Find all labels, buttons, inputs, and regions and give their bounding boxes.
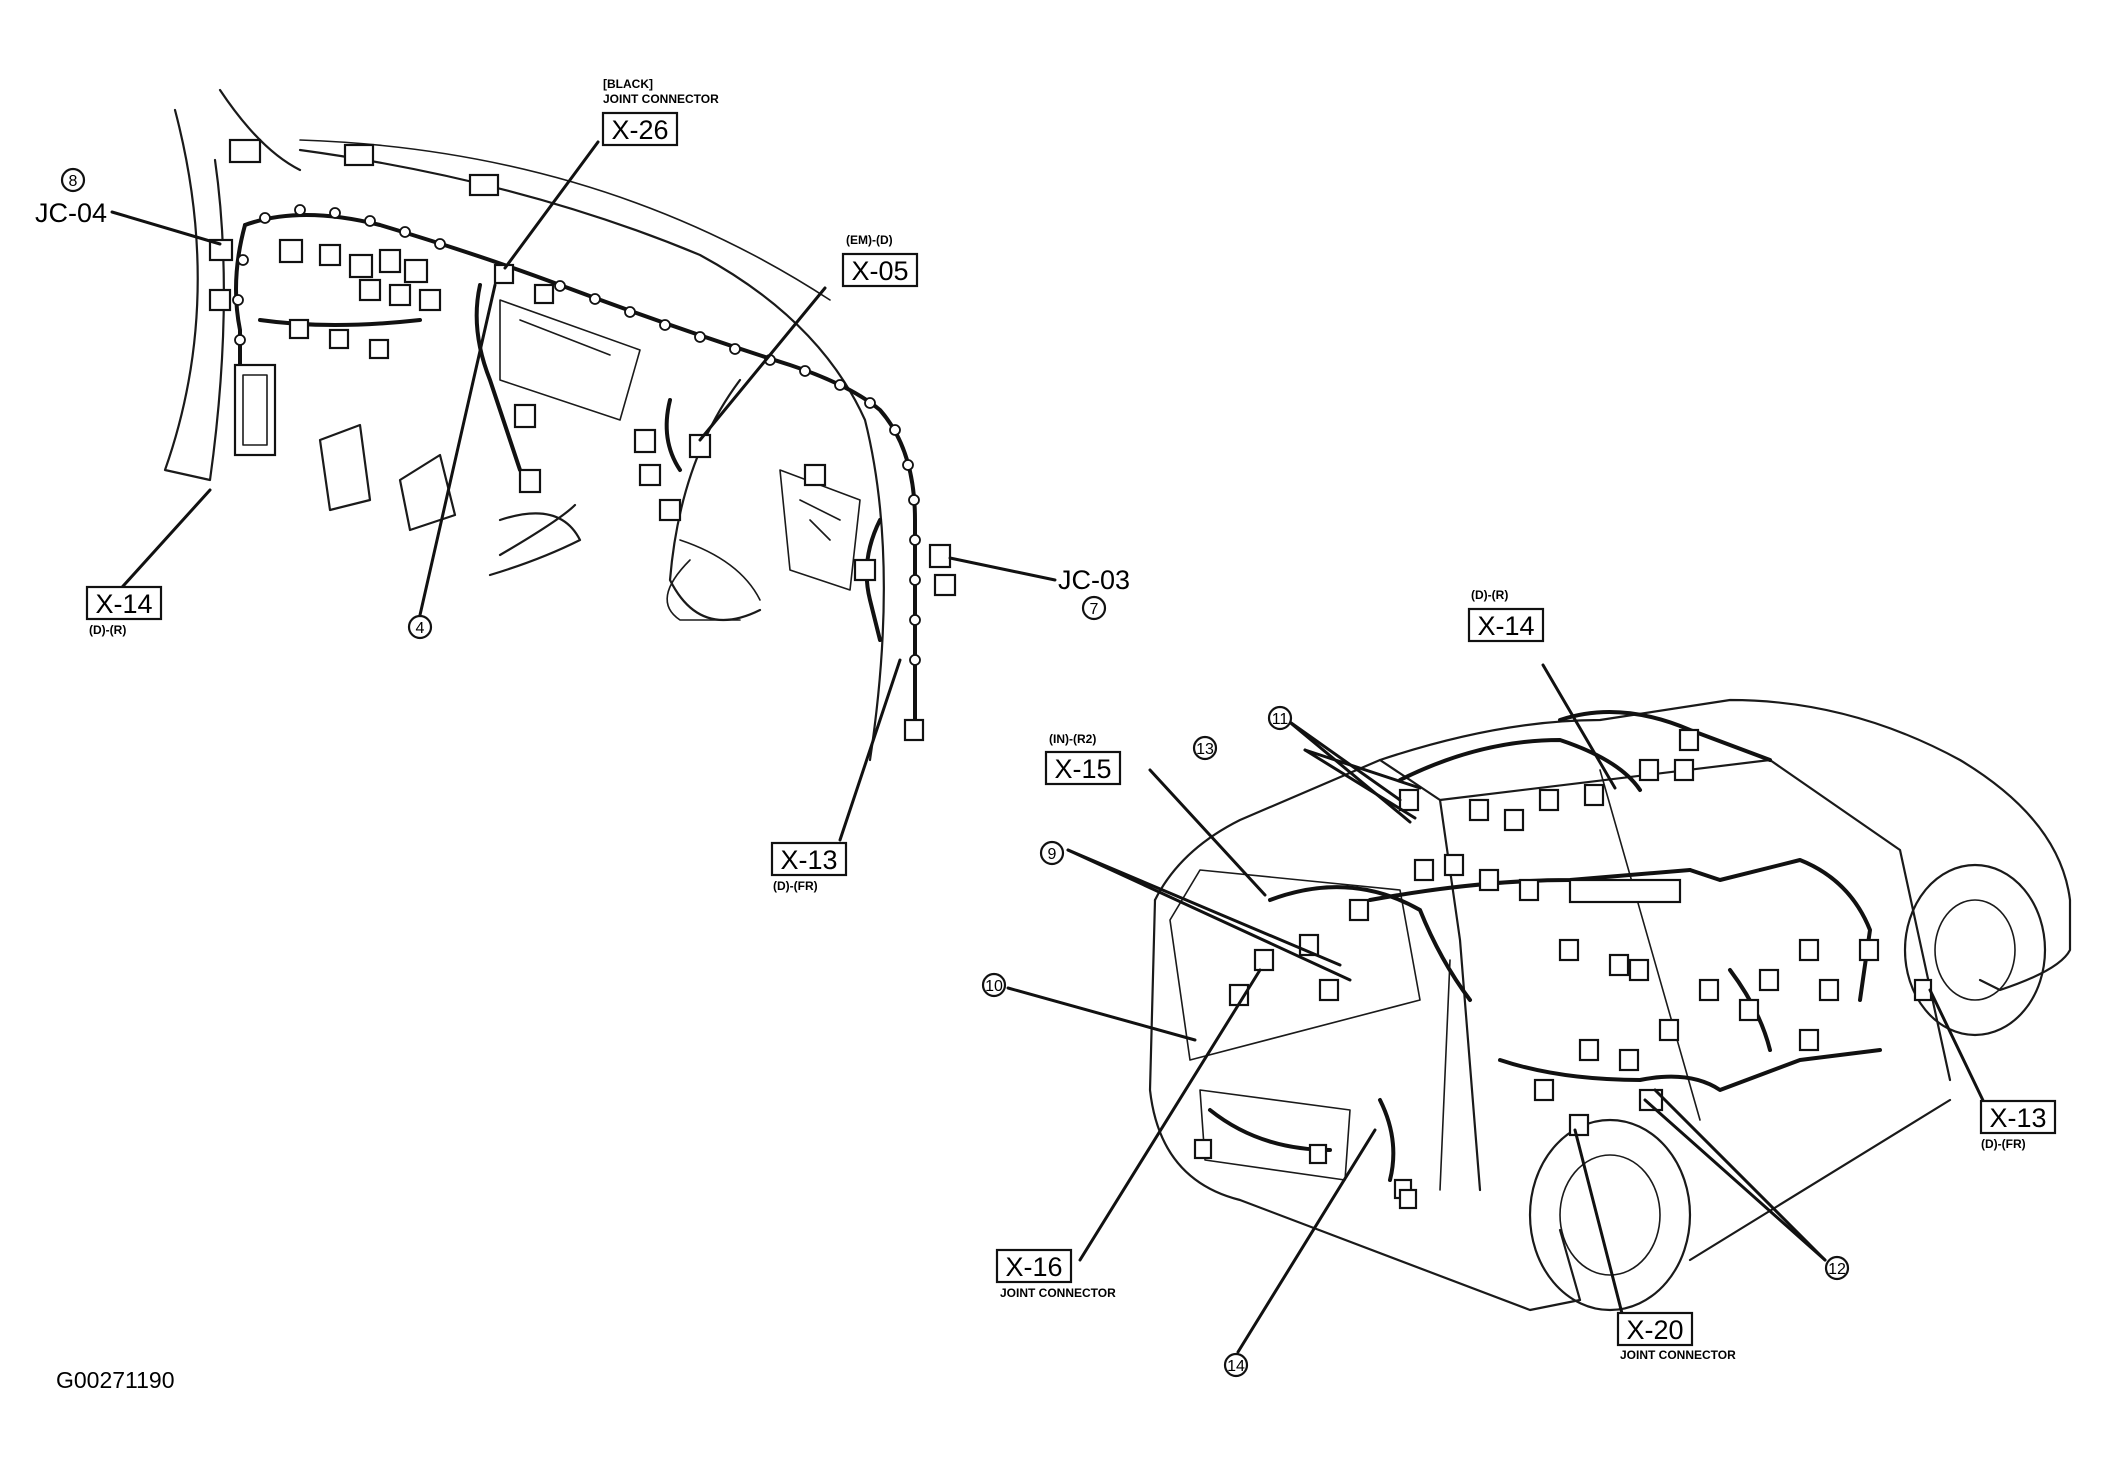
x13-rear-note: (D)-(FR) [1981,1137,2026,1151]
harness-clip-strip [1568,878,1682,904]
x14-rear-note: (D)-(R) [1471,588,1508,602]
x20-callout: X-20 JOINT CONNECTOR [1616,1311,1736,1362]
jc04-callout: 8 JC-04 [35,167,107,228]
x13-rear-code: X-13 [1989,1103,2046,1133]
callout-circle [1824,1255,1850,1281]
point-11-callout: 11 [1267,705,1293,731]
x13-front-note: (D)-(FR) [773,879,818,893]
x15-code: X-15 [1054,754,1111,784]
point-4-number: 4 [416,620,425,637]
vehicle-connectors [1193,728,1933,1210]
dashboard-connectors [208,138,957,597]
jc04-label: JC-04 [35,198,107,228]
callout-circle [981,972,1007,998]
x13-front-code: X-13 [780,845,837,875]
callout-circle [1192,735,1218,761]
point-14-callout: 14 [1223,1352,1249,1378]
x20-note: JOINT CONNECTOR [1620,1348,1736,1362]
x14-rear-callout: (D)-(R) X-14 [1467,588,1545,643]
x05-callout: (EM)-(D) X-05 [841,233,919,288]
x16-callout: X-16 JOINT CONNECTOR [995,1248,1116,1300]
x13-rear-callout: X-13 (D)-(FR) [1979,1099,2057,1151]
x26-note-type: JOINT CONNECTOR [603,92,719,106]
jc03-callout: JC-03 7 [1058,565,1130,621]
jc03-number: 7 [1090,601,1099,618]
x14-rear-box [1467,607,1545,643]
x20-code: X-20 [1626,1315,1683,1345]
jc03-label: JC-03 [1058,565,1130,595]
x14-front-note: (D)-(R) [89,623,126,637]
callout-circle [60,167,86,193]
vehicle-harness-drawing [1006,663,2072,1354]
point-14-number: 14 [1227,1358,1245,1375]
x14-rear-code: X-14 [1477,611,1534,641]
callout-circle [1039,840,1065,866]
point-13-number: 13 [1196,741,1214,758]
point-12-number: 12 [1828,1261,1846,1278]
callout-circle [1081,595,1107,621]
x13-rear-box [1979,1099,2057,1135]
callout-circle [407,614,433,640]
dashboard-harness-drawing [110,88,1057,842]
point-9-callout: 9 [1039,840,1065,866]
x26-box [601,111,679,147]
figure-reference: G00271190 [56,1367,175,1393]
point-4-callout: 4 [407,614,433,640]
x15-note: (IN)-(R2) [1049,732,1096,746]
x26-note-color: [BLACK] [603,77,653,91]
point-10-number: 10 [985,978,1003,995]
x20-box [1616,1311,1694,1347]
point-9-number: 9 [1048,846,1057,863]
x05-code: X-05 [851,256,908,286]
x14-front-box [85,585,163,621]
x15-box [1044,750,1122,786]
x05-box [841,252,919,288]
x14-front-code: X-14 [95,589,152,619]
point-12-callout: 12 [1824,1255,1850,1281]
x13-front-box [770,841,848,877]
callout-circle [1223,1352,1249,1378]
x05-note: (EM)-(D) [846,233,893,247]
point-10-callout: 10 [981,972,1007,998]
x14-front-callout: X-14 (D)-(R) [85,585,163,637]
point-11-number: 11 [1272,711,1289,728]
x15-callout: (IN)-(R2) X-15 [1044,732,1122,786]
x16-code: X-16 [1005,1252,1062,1282]
x26-callout: [BLACK] JOINT CONNECTOR X-26 [601,77,719,147]
jc04-number: 8 [69,173,78,190]
callout-circle [1267,705,1293,731]
x26-code: X-26 [611,115,668,145]
point-13-callout: 13 [1192,735,1218,761]
x13-front-callout: X-13 (D)-(FR) [770,841,848,893]
x16-note: JOINT CONNECTOR [1000,1286,1116,1300]
x16-box [995,1248,1073,1284]
